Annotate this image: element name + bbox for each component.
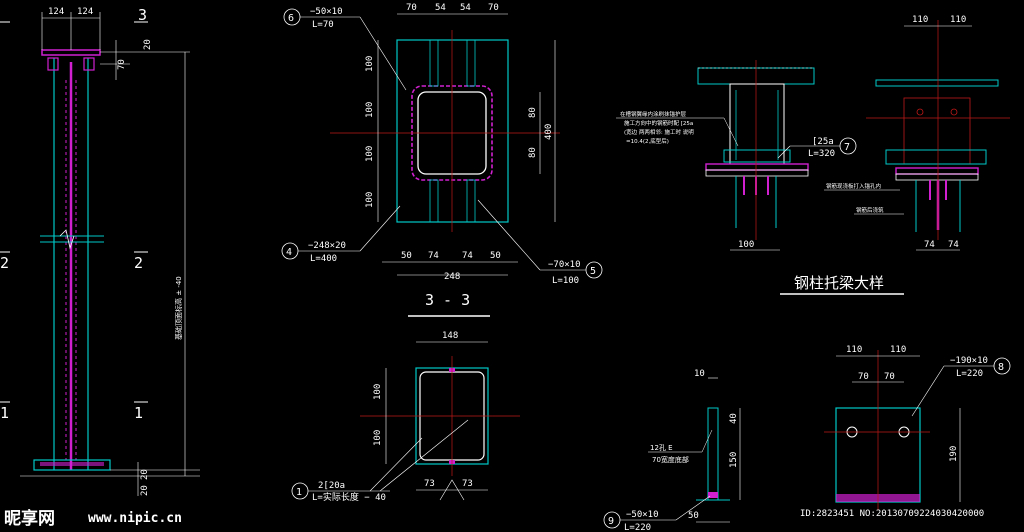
tag-8-length: L=220 bbox=[956, 369, 983, 379]
tag-9-length: L=220 bbox=[624, 523, 651, 532]
baseplate-hole-dim-1: 70 bbox=[858, 372, 869, 382]
bracket-caption: 钢柱托梁大样 bbox=[794, 274, 884, 292]
channel-section: 148 100 100 73 73 1 2[20a L=实际长度 − 40 bbox=[291, 331, 520, 503]
tag-9-spec: −50×10 bbox=[626, 510, 659, 520]
tag-5-spec: −70×10 bbox=[548, 260, 581, 270]
stiffener-note-1: 12孔 E bbox=[650, 444, 673, 452]
plate-left-dim-2: 100 bbox=[365, 102, 375, 118]
baseplate-right-dim: 190 bbox=[949, 446, 959, 462]
tag-7-length: L=320 bbox=[808, 149, 835, 159]
stiffener-bottom-dim: 50 bbox=[688, 511, 699, 521]
plate-bottom-dim-4: 50 bbox=[490, 251, 501, 261]
bracket-right-bottom-dim-1: 74 bbox=[924, 240, 935, 250]
plate-bottom-dim-1: 50 bbox=[401, 251, 412, 261]
stiffener-note-2: 70宽度底部 bbox=[652, 455, 689, 464]
column-elevation: 124 124 20 70 基础顶面标高 ± -40 20 20 3 2 2 1… bbox=[0, 6, 200, 496]
plate-top-dim-4: 70 bbox=[488, 3, 499, 13]
column-top-dim-2: 124 bbox=[77, 7, 93, 17]
plate-top-dim-3: 54 bbox=[460, 3, 471, 13]
plate-left-dim-3: 100 bbox=[365, 146, 375, 162]
section-mark-3-right: 3 bbox=[138, 6, 147, 24]
stiffener-detail: 10 40 150 12孔 E 70宽度底部 50 9 −50×10 L=220 bbox=[603, 369, 741, 532]
base-plate-detail: 110 110 70 70 190 8 −190×10 L=220 bbox=[824, 345, 1011, 510]
watermark-id: ID:2823451 NO:20130709224030420000 bbox=[800, 509, 984, 519]
tag-4-number: 4 bbox=[286, 247, 292, 258]
column-bottom-dim-2: 20 bbox=[140, 485, 150, 496]
tag-5-length: L=100 bbox=[552, 276, 579, 286]
baseplate-top-dim-2: 110 bbox=[890, 345, 906, 355]
plate-right-total: 400 bbox=[544, 124, 554, 140]
bracket-note-line-1: 在槽钢翼缘内涂刷抹锚护层 bbox=[620, 110, 687, 118]
baseplate-top-dim-1: 110 bbox=[846, 345, 862, 355]
tag-7-number: 7 bbox=[844, 142, 850, 153]
plate-left-dim-1: 100 bbox=[365, 56, 375, 72]
watermark-brand: 昵享网 bbox=[4, 508, 55, 529]
column-side-dim-1: 20 bbox=[143, 39, 153, 50]
channel-bottom-dim-2: 73 bbox=[462, 479, 473, 489]
tag-9-number: 9 bbox=[608, 516, 614, 527]
tag-6-length: L=70 bbox=[312, 20, 334, 30]
tag-6-spec: −50×10 bbox=[310, 7, 343, 17]
section-mark-1-left: 1 bbox=[0, 404, 9, 422]
bracket-detail-left: 100 在槽钢翼缘内涂刷抹锚护层 施工方向中的钢筋时配 [25a (宽边 两两相… bbox=[616, 60, 857, 251]
bracket-detail-right: 110 110 74 74 钢筋现浇板打入锚孔内 钢筋后浇筑 bbox=[824, 15, 1010, 251]
plate-bottom-dim-3: 74 bbox=[462, 251, 473, 261]
tag-1-number: 1 bbox=[296, 487, 302, 498]
tag-4-length: L=400 bbox=[310, 254, 337, 264]
tag-1-length: L=实际长度 − 40 bbox=[312, 491, 386, 503]
tag-4-spec: −248×20 bbox=[308, 241, 346, 251]
tag-5-number: 5 bbox=[590, 266, 596, 277]
tag-8-number: 8 bbox=[998, 362, 1004, 373]
plate-section-3-3: 70 54 54 70 100 100 100 100 80 80 400 50… bbox=[281, 3, 603, 317]
column-bottom-dim-1: 20 bbox=[140, 469, 150, 480]
tag-8-spec: −190×10 bbox=[950, 356, 988, 366]
plate-bottom-total: 248 bbox=[444, 272, 460, 282]
watermark-url: www.nipic.cn bbox=[88, 511, 182, 526]
plate-top-dim-1: 70 bbox=[406, 3, 417, 13]
bracket-right-top-dim-1: 110 bbox=[912, 15, 928, 25]
stiffener-top-dim: 10 bbox=[694, 369, 705, 379]
plate-right-dim-2: 80 bbox=[528, 147, 538, 158]
column-height-label: 基础顶面标高 ± -40 bbox=[174, 276, 183, 340]
stiffener-right-dim-1: 40 bbox=[729, 413, 739, 424]
section-mark-2-right: 2 bbox=[134, 254, 143, 272]
channel-left-dim-1: 100 bbox=[373, 384, 383, 400]
tag-7-spec: [25a bbox=[812, 137, 834, 147]
channel-left-dim-2: 100 bbox=[373, 430, 383, 446]
column-top-dim-1: 124 bbox=[48, 7, 64, 17]
tag-1-spec: 2[20a bbox=[318, 481, 345, 491]
bracket-left-bottom-dim: 100 bbox=[738, 240, 754, 250]
stiffener-right-dim-2: 150 bbox=[729, 452, 739, 468]
channel-bottom-dim-1: 73 bbox=[424, 479, 435, 489]
plate-left-dim-4: 100 bbox=[365, 192, 375, 208]
bracket-right-top-dim-2: 110 bbox=[950, 15, 966, 25]
bracket-right-note-1: 钢筋现浇板打入锚孔内 bbox=[826, 182, 881, 190]
bracket-note-line-3: (宽边 两两相邻: 施工时 说明 bbox=[624, 128, 694, 136]
column-side-dim-2: 70 bbox=[117, 59, 127, 70]
tag-6-number: 6 bbox=[288, 13, 294, 24]
plate-bottom-dim-2: 74 bbox=[428, 251, 439, 261]
watermark: 昵享网 www.nipic.cn ID:2823451 NO:201307092… bbox=[4, 508, 984, 529]
bracket-right-note-2: 钢筋后浇筑 bbox=[856, 206, 884, 214]
section-mark-2-left: 2 bbox=[0, 254, 9, 272]
section-mark-1-right: 1 bbox=[134, 404, 143, 422]
baseplate-hole-dim-2: 70 bbox=[884, 372, 895, 382]
channel-top-dim: 148 bbox=[442, 331, 458, 341]
bracket-note-line-2: 施工方向中的钢筋时配 [25a bbox=[624, 119, 693, 127]
bracket-note-line-4: =10.4(2,底型后) bbox=[626, 137, 669, 145]
plate-top-dim-2: 54 bbox=[435, 3, 446, 13]
plate-right-dim-1: 80 bbox=[528, 107, 538, 118]
section-3-3-title: 3 - 3 bbox=[425, 291, 470, 309]
bracket-right-bottom-dim-2: 74 bbox=[948, 240, 959, 250]
